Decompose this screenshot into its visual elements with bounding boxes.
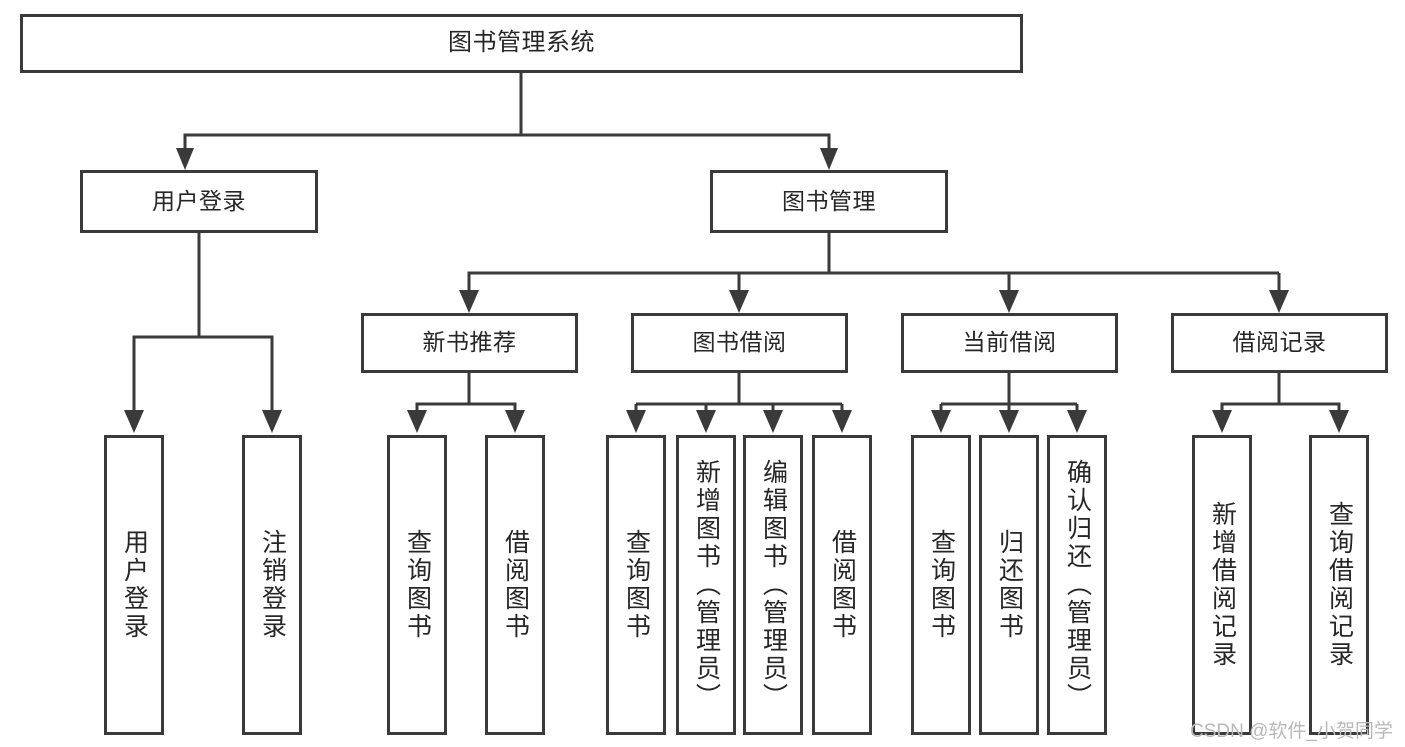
node-label: 查询图书 [403,529,432,641]
leaf-book-borrow-add-book-admin[interactable]: 新增图书（管理员） [676,435,736,735]
node-label: 确认归还（管理员） [1063,459,1092,711]
leaf-book-borrow-query-book[interactable]: 查询图书 [606,435,666,735]
node-label: 查询借阅记录 [1325,501,1354,669]
leaf-borrow-record-query-record[interactable]: 查询借阅记录 [1309,435,1369,735]
node-label: 注销登录 [258,529,287,641]
node-label: 查询图书 [622,529,651,641]
node-label: 用户登录 [120,529,149,641]
leaf-current-borrow-query-book[interactable]: 查询图书 [911,435,971,735]
leaf-current-borrow-confirm-return-admin[interactable]: 确认归还（管理员） [1047,435,1107,735]
leaf-new-book-query-book[interactable]: 查询图书 [387,435,447,735]
node-label: 图书管理系统 [448,29,595,57]
leaf-book-borrow-borrow-book[interactable]: 借阅图书 [812,435,872,735]
node-label: 编辑图书（管理员） [759,459,788,711]
leaf-borrow-record-add-record[interactable]: 新增借阅记录 [1192,435,1252,735]
node-current-borrow[interactable]: 当前借阅 [901,313,1118,373]
node-label: 借阅图书 [501,529,530,641]
node-user-login[interactable]: 用户登录 [80,170,318,233]
csdn-watermark: CSDN @软件_小贺同学 [1190,721,1393,742]
node-label: 借阅图书 [828,529,857,641]
node-root-book-management-system[interactable]: 图书管理系统 [20,14,1023,73]
node-label: 新书推荐 [422,329,517,356]
node-new-book-recommend[interactable]: 新书推荐 [361,313,578,373]
node-label: 归还图书 [995,529,1024,641]
node-label: 图书借阅 [692,329,787,356]
leaf-user-login-login[interactable]: 用户登录 [104,435,164,735]
leaf-user-login-logout[interactable]: 注销登录 [242,435,302,735]
node-borrow-record[interactable]: 借阅记录 [1171,313,1388,373]
node-book-management[interactable]: 图书管理 [710,170,948,233]
leaf-book-borrow-edit-book-admin[interactable]: 编辑图书（管理员） [743,435,803,735]
node-book-borrow[interactable]: 图书借阅 [631,313,848,373]
node-label: 借阅记录 [1232,329,1327,356]
leaf-new-book-borrow-book[interactable]: 借阅图书 [485,435,545,735]
node-label: 用户登录 [152,187,246,214]
node-label: 查询图书 [927,529,956,641]
node-label: 图书管理 [782,187,876,214]
node-label: 新增借阅记录 [1208,501,1237,669]
node-label: 新增图书（管理员） [692,459,721,711]
node-label: 当前借阅 [962,329,1057,356]
leaf-current-borrow-return-book[interactable]: 归还图书 [979,435,1039,735]
